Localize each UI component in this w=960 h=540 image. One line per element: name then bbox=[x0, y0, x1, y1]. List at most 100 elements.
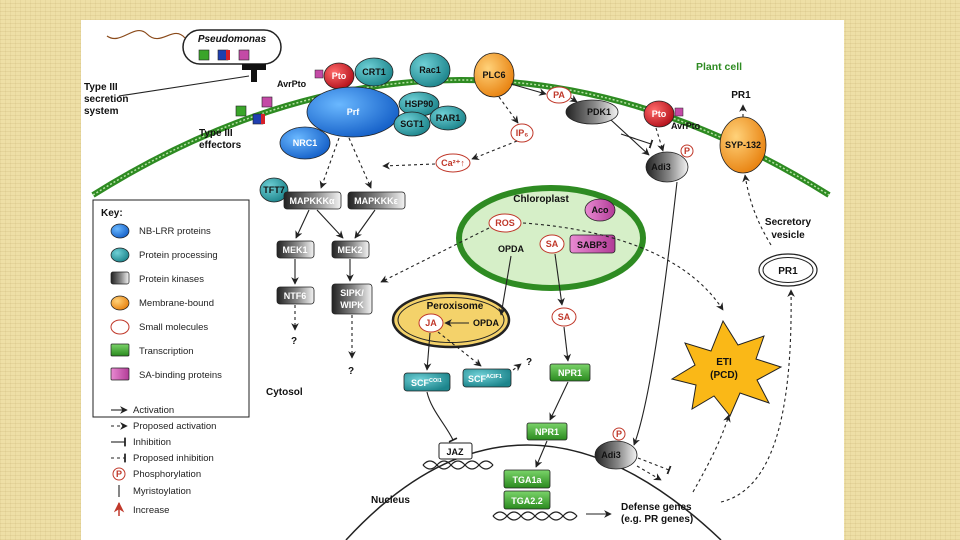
jaz-node bbox=[438, 442, 473, 460]
mapkkk-e-node bbox=[347, 191, 406, 210]
key-nb-lrr-swatch bbox=[110, 223, 130, 239]
sipk-label-2: WIPK bbox=[340, 300, 364, 310]
sgt1-label: SGT1 bbox=[400, 119, 424, 129]
type3-effectors-label-1: Type III bbox=[199, 128, 233, 139]
npr1-cytosol-node bbox=[549, 363, 591, 382]
ip6-node bbox=[510, 123, 534, 143]
sipk-label-1: SIPK/ bbox=[340, 288, 364, 298]
tga22-label: TGA2.2 bbox=[511, 496, 543, 506]
opda-peroxisome-label: OPDA bbox=[473, 318, 500, 328]
adi3-top-label: Adi3 bbox=[651, 162, 671, 172]
rar1-label: RAR1 bbox=[436, 113, 461, 123]
sipk-question: ? bbox=[348, 366, 354, 377]
rac1-node bbox=[409, 52, 451, 88]
avrpto-left-myristoyl bbox=[314, 69, 324, 79]
legend-arrow-1: Proposed activation bbox=[133, 421, 216, 432]
key-item-2: Protein kinases bbox=[139, 274, 204, 285]
mapkkk-e-label: MAPKKKε bbox=[354, 196, 398, 206]
legend-phos-label: P bbox=[116, 469, 122, 479]
dna-helix-jaz-icon bbox=[422, 460, 494, 470]
rar1-node bbox=[429, 105, 467, 131]
legend-arrow-0: Activation bbox=[133, 405, 174, 416]
pdk1-label: PDK1 bbox=[587, 107, 611, 117]
type3-syringe-icon bbox=[242, 64, 266, 82]
phos-nucleus-label: P bbox=[616, 429, 622, 439]
type3-secretion-label-2: secretion bbox=[84, 94, 128, 105]
diagram-panel: Pseudomonas Type III secretion system Ty… bbox=[81, 20, 844, 540]
opda-chloroplast-label: OPDA bbox=[498, 244, 525, 254]
defense-genes-label-2: (e.g. PR genes) bbox=[621, 514, 693, 525]
eti-label-1: ETI bbox=[716, 357, 732, 368]
sabp3-node bbox=[569, 234, 616, 254]
key-item-3: Membrane-bound bbox=[139, 298, 214, 309]
scf-coi1-label: SCFCOI1 bbox=[411, 378, 442, 388]
nrc1-label: NRC1 bbox=[293, 138, 318, 148]
key-item-1: Protein processing bbox=[139, 250, 218, 261]
pr1-top-label: PR1 bbox=[731, 90, 751, 101]
key-small-molecule-swatch bbox=[110, 319, 130, 335]
sipk-node bbox=[331, 283, 373, 315]
rac1-label: Rac1 bbox=[419, 65, 441, 75]
tft7-node bbox=[259, 177, 289, 203]
avrpto-right-myristoyl bbox=[674, 107, 684, 117]
ip6-label: IP₆ bbox=[516, 128, 529, 138]
secretory-vesicle-label-2: vesicle bbox=[771, 230, 805, 241]
effector-green-icon bbox=[198, 49, 210, 61]
legend-arrow-4: Phosphorylation bbox=[133, 469, 201, 480]
key-item-0: NB-LRR proteins bbox=[139, 226, 211, 237]
legend-arrow-5: Myristoylation bbox=[133, 486, 191, 497]
tga22-node bbox=[503, 490, 551, 510]
nucleus-label: Nucleus bbox=[371, 495, 410, 506]
legend-arrow-6: Increase bbox=[133, 505, 169, 516]
sa-chloroplast-label: SA bbox=[546, 239, 559, 249]
aco-label: Aco bbox=[591, 205, 609, 215]
tft7-label: TFT7 bbox=[263, 185, 285, 195]
mek2-node bbox=[331, 240, 370, 259]
mapkkk-a-label: MAPKKKα bbox=[289, 196, 334, 206]
phos-top-label: P bbox=[684, 146, 690, 156]
ca-node bbox=[435, 153, 471, 173]
cytosol-label: Cytosol bbox=[266, 387, 303, 398]
npr1-cytosol-label: NPR1 bbox=[558, 368, 582, 378]
type3-effectors-label-2: effectors bbox=[199, 140, 242, 151]
secretory-vesicle bbox=[758, 253, 818, 287]
eti-burst bbox=[670, 319, 783, 417]
type3-secretion-label-1: Type III bbox=[84, 82, 118, 93]
key-title: Key: bbox=[101, 208, 123, 219]
tga1a-node bbox=[503, 469, 551, 489]
adi3-nucleus-label: Adi3 bbox=[601, 450, 621, 460]
legend-arrow-2: Inhibition bbox=[133, 437, 171, 448]
secretory-vesicle-label-1: Secretory bbox=[765, 217, 812, 228]
avrpto-right-label: AvrPto bbox=[671, 121, 701, 131]
aco-node bbox=[584, 198, 616, 222]
key-item-6: SA-binding proteins bbox=[139, 370, 222, 381]
jaz-label: JAZ bbox=[446, 447, 464, 457]
plc6-label: PLC6 bbox=[482, 70, 505, 80]
eti-label-2: (PCD) bbox=[710, 370, 738, 381]
ros-label: ROS bbox=[495, 218, 515, 228]
crt1-node bbox=[354, 57, 394, 87]
defense-genes-label-1: Defense genes bbox=[621, 502, 692, 513]
plant-immunity-pathway-diagram: Pseudomonas Type III secretion system Ty… bbox=[84, 29, 831, 540]
npr1-nucleus-label: NPR1 bbox=[535, 427, 559, 437]
chloroplast-label: Chloroplast bbox=[513, 194, 569, 205]
ros-node bbox=[488, 213, 522, 233]
scf-acif1-label: SCFACIF1 bbox=[468, 374, 502, 384]
phosphorylation-top-icon bbox=[680, 144, 694, 158]
type3-secretion-label-3: system bbox=[84, 106, 119, 117]
pto-left-label: Pto bbox=[332, 71, 347, 81]
nrc1-node bbox=[279, 126, 331, 160]
npr1-nucleus-node bbox=[526, 422, 568, 441]
flagellum bbox=[106, 30, 186, 40]
effector-green-inside-icon bbox=[235, 105, 247, 117]
key-processing-swatch bbox=[110, 247, 130, 263]
scf-coi1-node bbox=[403, 372, 451, 392]
hsp90-label: HSP90 bbox=[405, 99, 434, 109]
adi3-nucleus-node bbox=[594, 440, 638, 470]
pa-label: PA bbox=[553, 90, 565, 100]
pdk1-node bbox=[565, 99, 619, 125]
plant-cell-label: Plant cell bbox=[696, 61, 742, 73]
key-membrane-swatch bbox=[110, 295, 130, 311]
ntf6-label: NTF6 bbox=[284, 291, 307, 301]
crt1-label: CRT1 bbox=[362, 67, 386, 77]
